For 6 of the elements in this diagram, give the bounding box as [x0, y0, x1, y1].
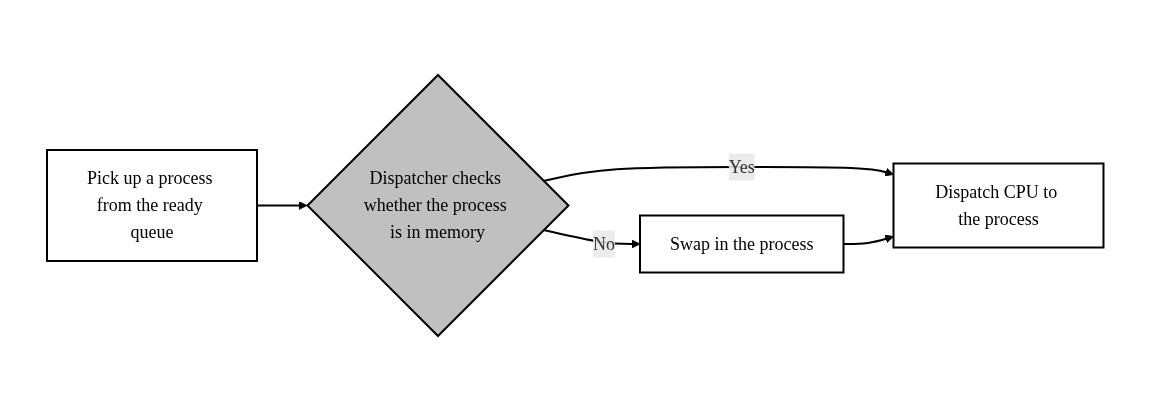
node-box: Pick up a process from the ready queue: [46, 148, 259, 262]
node-box: Swap in the process: [639, 214, 845, 273]
edge-label: No: [593, 233, 616, 253]
node-box: Dispatch CPU to the process: [892, 162, 1105, 248]
edge-label: Yes: [728, 156, 756, 176]
node-diamond: Dispatcher checks whether the process is in memory: [306, 73, 571, 337]
